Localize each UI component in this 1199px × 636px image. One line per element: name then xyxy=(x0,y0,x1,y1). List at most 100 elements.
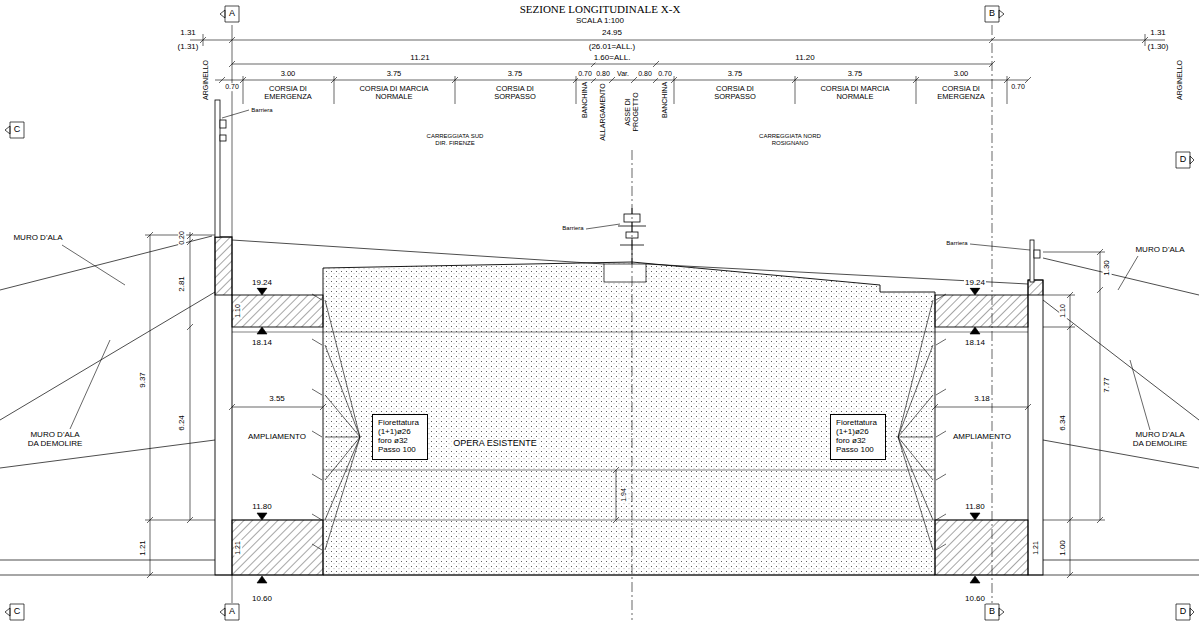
abutment-wall xyxy=(215,237,232,575)
hatched-top-slab xyxy=(232,295,323,327)
elevation-value: 18.14 xyxy=(251,339,273,348)
section-marker-symbol xyxy=(985,6,1004,22)
existing-structure xyxy=(323,262,935,575)
dimension-lines xyxy=(145,37,1165,578)
abutment-wall xyxy=(1028,280,1043,575)
elevation-triangle xyxy=(257,576,267,583)
hatched-top-slab xyxy=(935,295,1028,327)
drawing-title: SEZIONE LONGITUDINALE X-X xyxy=(519,3,682,15)
elevation-triangle xyxy=(970,327,980,334)
section-marker-letter: A xyxy=(228,607,236,617)
structure-label: MURO D'ALA DA DEMOLIRE xyxy=(1130,431,1190,449)
dimension-value: 6.24 xyxy=(178,414,187,432)
barrier-label: Barriera xyxy=(945,240,968,247)
dimension-line xyxy=(187,232,193,523)
lane-name: CORSIA DI MARCIA NORMALE xyxy=(356,85,432,102)
note-text: Fiorettatura (1+1)ø26 foro ø32 Passo 100 xyxy=(836,418,880,455)
dowel-leader xyxy=(898,300,933,550)
dimension-value: 1.30 xyxy=(1103,259,1112,277)
dimension-value: 0.80 xyxy=(595,70,611,78)
dimension-line xyxy=(932,404,1031,410)
barrier-rail xyxy=(220,120,226,128)
barrier-post xyxy=(1030,240,1034,282)
lane-name: CORSIA DI MARCIA NORMALE xyxy=(817,85,893,102)
dowel-leader xyxy=(325,300,360,550)
dimension-value: 1.31 xyxy=(1149,29,1167,38)
lane-name: ASSE DI PROGETTO xyxy=(624,90,639,134)
section-marker-letter: C xyxy=(13,607,22,617)
dowel-bar xyxy=(936,294,946,550)
lane-name: CORSIA DI EMERGENZA xyxy=(261,85,315,102)
leader-line xyxy=(62,245,125,285)
dimension-value: 3.75 xyxy=(386,70,403,78)
section-marker-letter: B xyxy=(988,9,996,19)
structure-label: MURO D'ALA DA DEMOLIRE xyxy=(25,431,85,449)
structure-label: MURO D'ALA xyxy=(1134,246,1185,255)
road-axis xyxy=(632,150,633,620)
construction-line xyxy=(232,332,1028,520)
section-marker-symbol xyxy=(5,604,24,620)
section-marker-symbol xyxy=(220,604,239,620)
elevation-triangle xyxy=(257,288,267,295)
dimension-value: 2.81 xyxy=(178,275,187,293)
elevation-markers xyxy=(257,288,980,583)
dimension-value: 0.80 xyxy=(637,70,653,78)
barrier-label: Barriera xyxy=(250,107,273,114)
dimension-value: 1.60=ALL. xyxy=(593,54,632,63)
elevation-value: 11.80 xyxy=(964,503,985,512)
dimension-value: 3.00 xyxy=(953,70,970,78)
dimension-line xyxy=(229,404,326,410)
dimension-value: 9.37 xyxy=(139,371,148,389)
dimension-line xyxy=(190,40,1165,41)
section-marker-letter: D xyxy=(1179,155,1188,165)
hatched-bottom-slab xyxy=(232,520,323,575)
dimension-value: 3.18 xyxy=(973,395,991,404)
dowel-bar xyxy=(312,294,322,550)
new-slabs xyxy=(215,237,1043,575)
elevation-value: 18.14 xyxy=(964,339,986,348)
scale-note: SCALA 1:100 xyxy=(575,17,625,26)
dimension-value: 3.75 xyxy=(727,70,744,78)
barrier-rail xyxy=(220,135,226,141)
pavement-line xyxy=(232,240,1028,284)
structure-label: ARGINELLO xyxy=(202,59,210,101)
dimension-value: 0.20 xyxy=(178,230,186,246)
dimension-value: 7.77 xyxy=(1103,376,1112,394)
dimension-value: 3.75 xyxy=(847,70,864,78)
dimension-value: 1.10 xyxy=(1059,303,1067,319)
leader-line xyxy=(1118,256,1138,290)
dimension-tick xyxy=(200,37,1148,43)
lane-name: ALLARGAMENTO xyxy=(599,82,607,141)
section-line xyxy=(992,25,993,603)
dimension-value: 1.31 xyxy=(179,29,197,38)
wing-wall-edge xyxy=(1043,258,1199,295)
note-box: Fiorettatura (1+1)ø26 foro ø32 Passo 100 xyxy=(830,414,886,461)
dimension-value: 1.21 xyxy=(1032,540,1040,556)
leader-line xyxy=(70,340,110,429)
note-text: Fiorettatura (1+1)ø26 foro ø32 Passo 100 xyxy=(378,418,422,455)
existing-structure-region: OPERA ESISTENTE Fiorettatura (1+1)ø26 for… xyxy=(323,290,935,575)
leader-line xyxy=(586,224,620,229)
section-marker-letter: A xyxy=(228,9,236,19)
wing-wall-edge xyxy=(0,292,215,420)
barrier-post xyxy=(215,100,220,237)
dimension-value: (1.31) xyxy=(177,43,200,52)
dimension-value: 1.10 xyxy=(234,303,242,319)
structure-label: MURO D'ALA xyxy=(12,234,63,243)
lane-name: CORSIA DI SORPASSO xyxy=(708,85,762,102)
dimension-value: 3.00 xyxy=(280,70,297,78)
section-marker-symbol xyxy=(5,122,24,138)
elevation-triangle xyxy=(970,288,980,295)
section-line xyxy=(232,25,233,603)
dimension-line xyxy=(232,64,992,65)
dimension-tick xyxy=(219,77,1031,83)
structure-label: CARREGGIATA SUD DIR. FIRENZE xyxy=(421,133,489,146)
section-marker-letter: D xyxy=(1179,607,1188,617)
leader-line xyxy=(1130,360,1150,430)
dimension-value: 1.21 xyxy=(139,539,148,557)
elevation-value: 11.80 xyxy=(251,503,272,512)
structure-label: OPERA ESISTENTE xyxy=(451,439,539,449)
dimension-line xyxy=(1067,292,1073,578)
section-marker-letter: C xyxy=(13,125,22,135)
